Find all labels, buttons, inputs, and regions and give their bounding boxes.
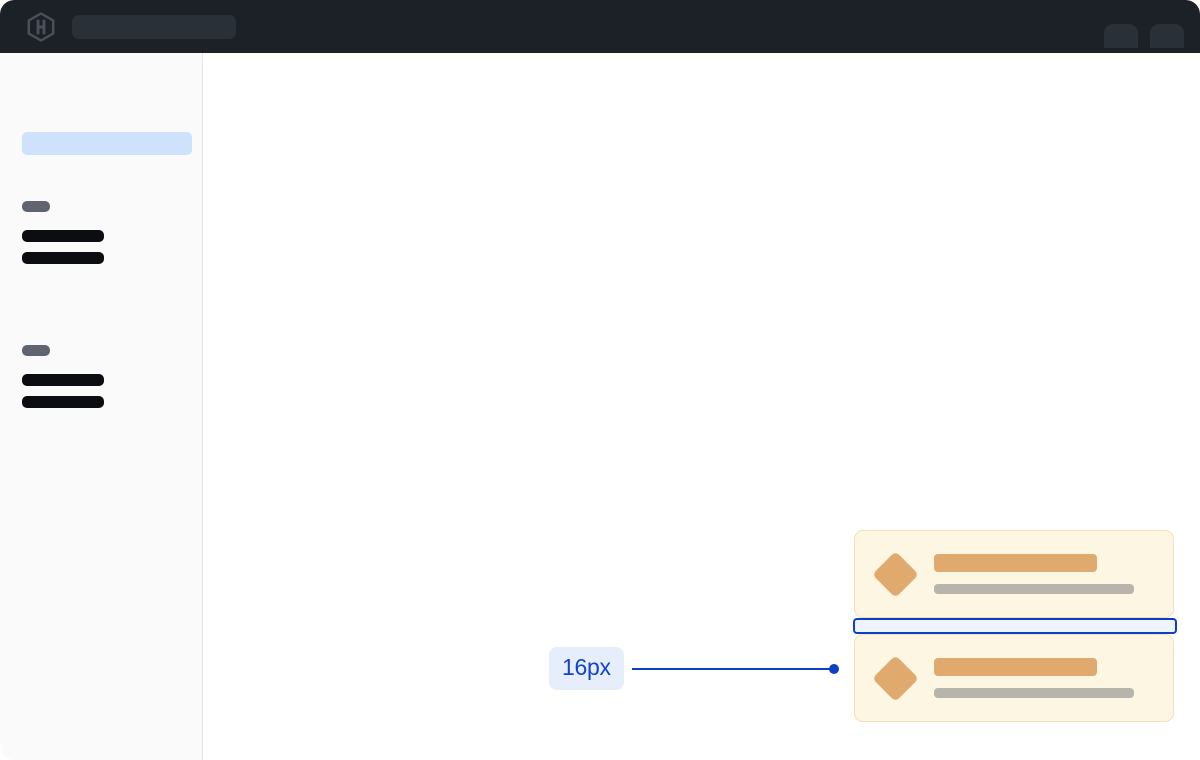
spacing-annotation: 16px: [549, 647, 839, 690]
sidebar-item-1-1[interactable]: [22, 230, 104, 242]
top-bar-actions: [1104, 0, 1184, 53]
card-item-1-text: [934, 554, 1149, 594]
diamond-icon: [872, 550, 919, 598]
card-item-2-text: [934, 658, 1149, 698]
annotation-leader-line: [631, 667, 830, 670]
sidebar-group-2-label: [22, 345, 50, 356]
sidebar-group-1-label: [22, 201, 50, 212]
sidebar-item-2-1[interactable]: [22, 374, 104, 386]
sidebar: [0, 53, 218, 760]
topbar-chip-one[interactable]: [1104, 24, 1138, 48]
body-area: 16px: [0, 53, 1200, 760]
sidebar-item-2-2[interactable]: [22, 396, 104, 408]
annotation-endpoint-dot: [828, 663, 839, 674]
sidebar-item-1-2[interactable]: [22, 252, 104, 264]
card-item-1-title: [934, 554, 1097, 572]
top-bar: [0, 0, 1200, 53]
card-cluster: [853, 530, 1177, 722]
sidebar-group-2: [22, 345, 192, 408]
card-item-2-subtitle: [934, 688, 1134, 698]
search-input[interactable]: [72, 14, 236, 39]
main-canvas: 16px: [203, 53, 1200, 760]
card-item-2[interactable]: [854, 634, 1174, 722]
spacing-value-badge: 16px: [549, 647, 624, 690]
card-item-1-subtitle: [934, 584, 1134, 594]
sidebar-group-1: [22, 201, 192, 264]
topbar-chip-two[interactable]: [1150, 24, 1184, 48]
sidebar-active-item[interactable]: [22, 132, 192, 155]
spacing-measure-highlight[interactable]: [853, 618, 1177, 634]
diamond-icon: [872, 654, 919, 702]
card-item-1[interactable]: [854, 530, 1174, 618]
card-item-2-title: [934, 658, 1097, 676]
hashicorp-hexagon-logo-icon[interactable]: [26, 11, 56, 42]
